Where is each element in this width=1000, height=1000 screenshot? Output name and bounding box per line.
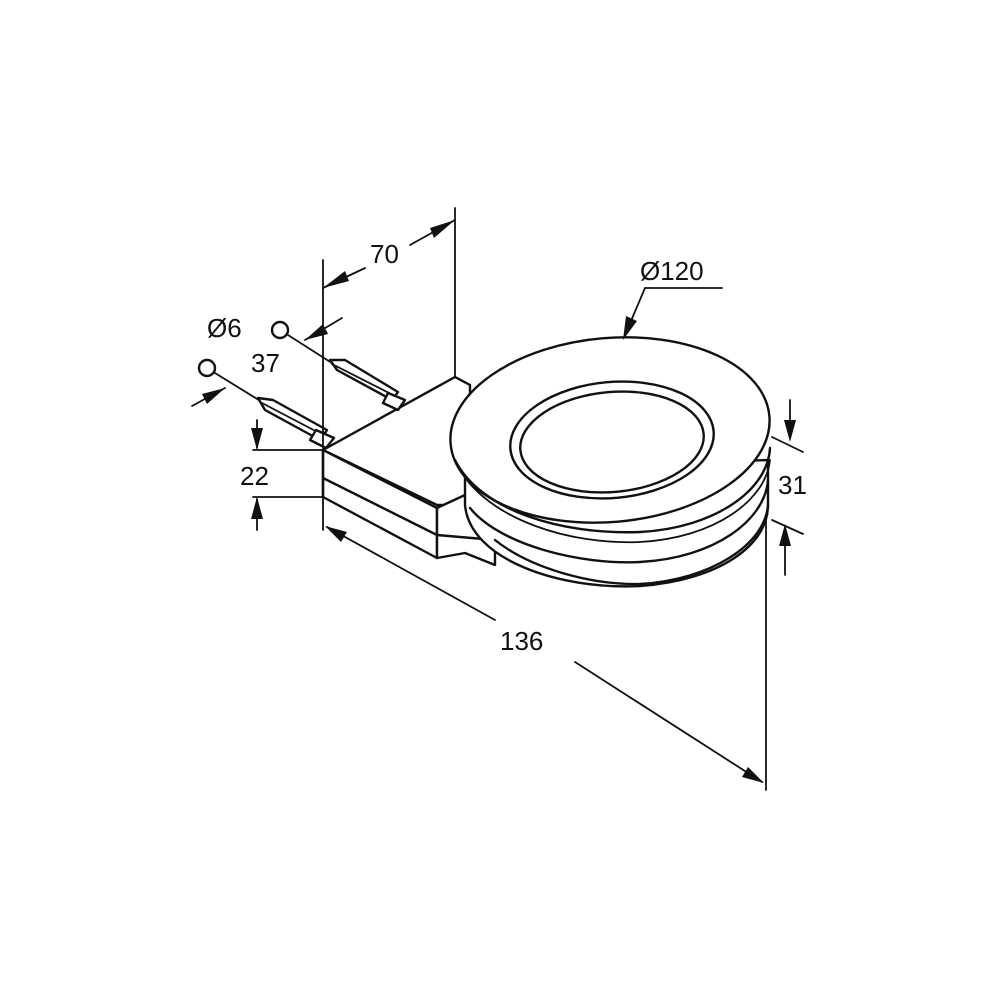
- dimension-136-label: 136: [500, 626, 543, 656]
- pin-length-label: 37: [251, 348, 280, 378]
- dimension-22: 22: [240, 419, 324, 531]
- mount-block: [321, 375, 497, 567]
- dimension-120-label: Ø120: [640, 256, 704, 286]
- dimension-120: Ø120: [623, 256, 723, 340]
- dish-body: [449, 336, 772, 588]
- dimension-31-label: 31: [778, 470, 807, 500]
- dimension-70-label: 70: [370, 239, 399, 269]
- dimension-31: 31: [771, 399, 807, 576]
- dimension-22-label: 22: [240, 461, 269, 491]
- dimension-136: 136: [322, 496, 767, 791]
- dimension-70: 70: [322, 207, 456, 451]
- pin-diameter-label: Ø6: [207, 313, 242, 343]
- mounting-pin-lower: [197, 358, 336, 450]
- mounting-pin-upper: [270, 320, 407, 412]
- dimension-pin: Ø6 37: [191, 313, 343, 407]
